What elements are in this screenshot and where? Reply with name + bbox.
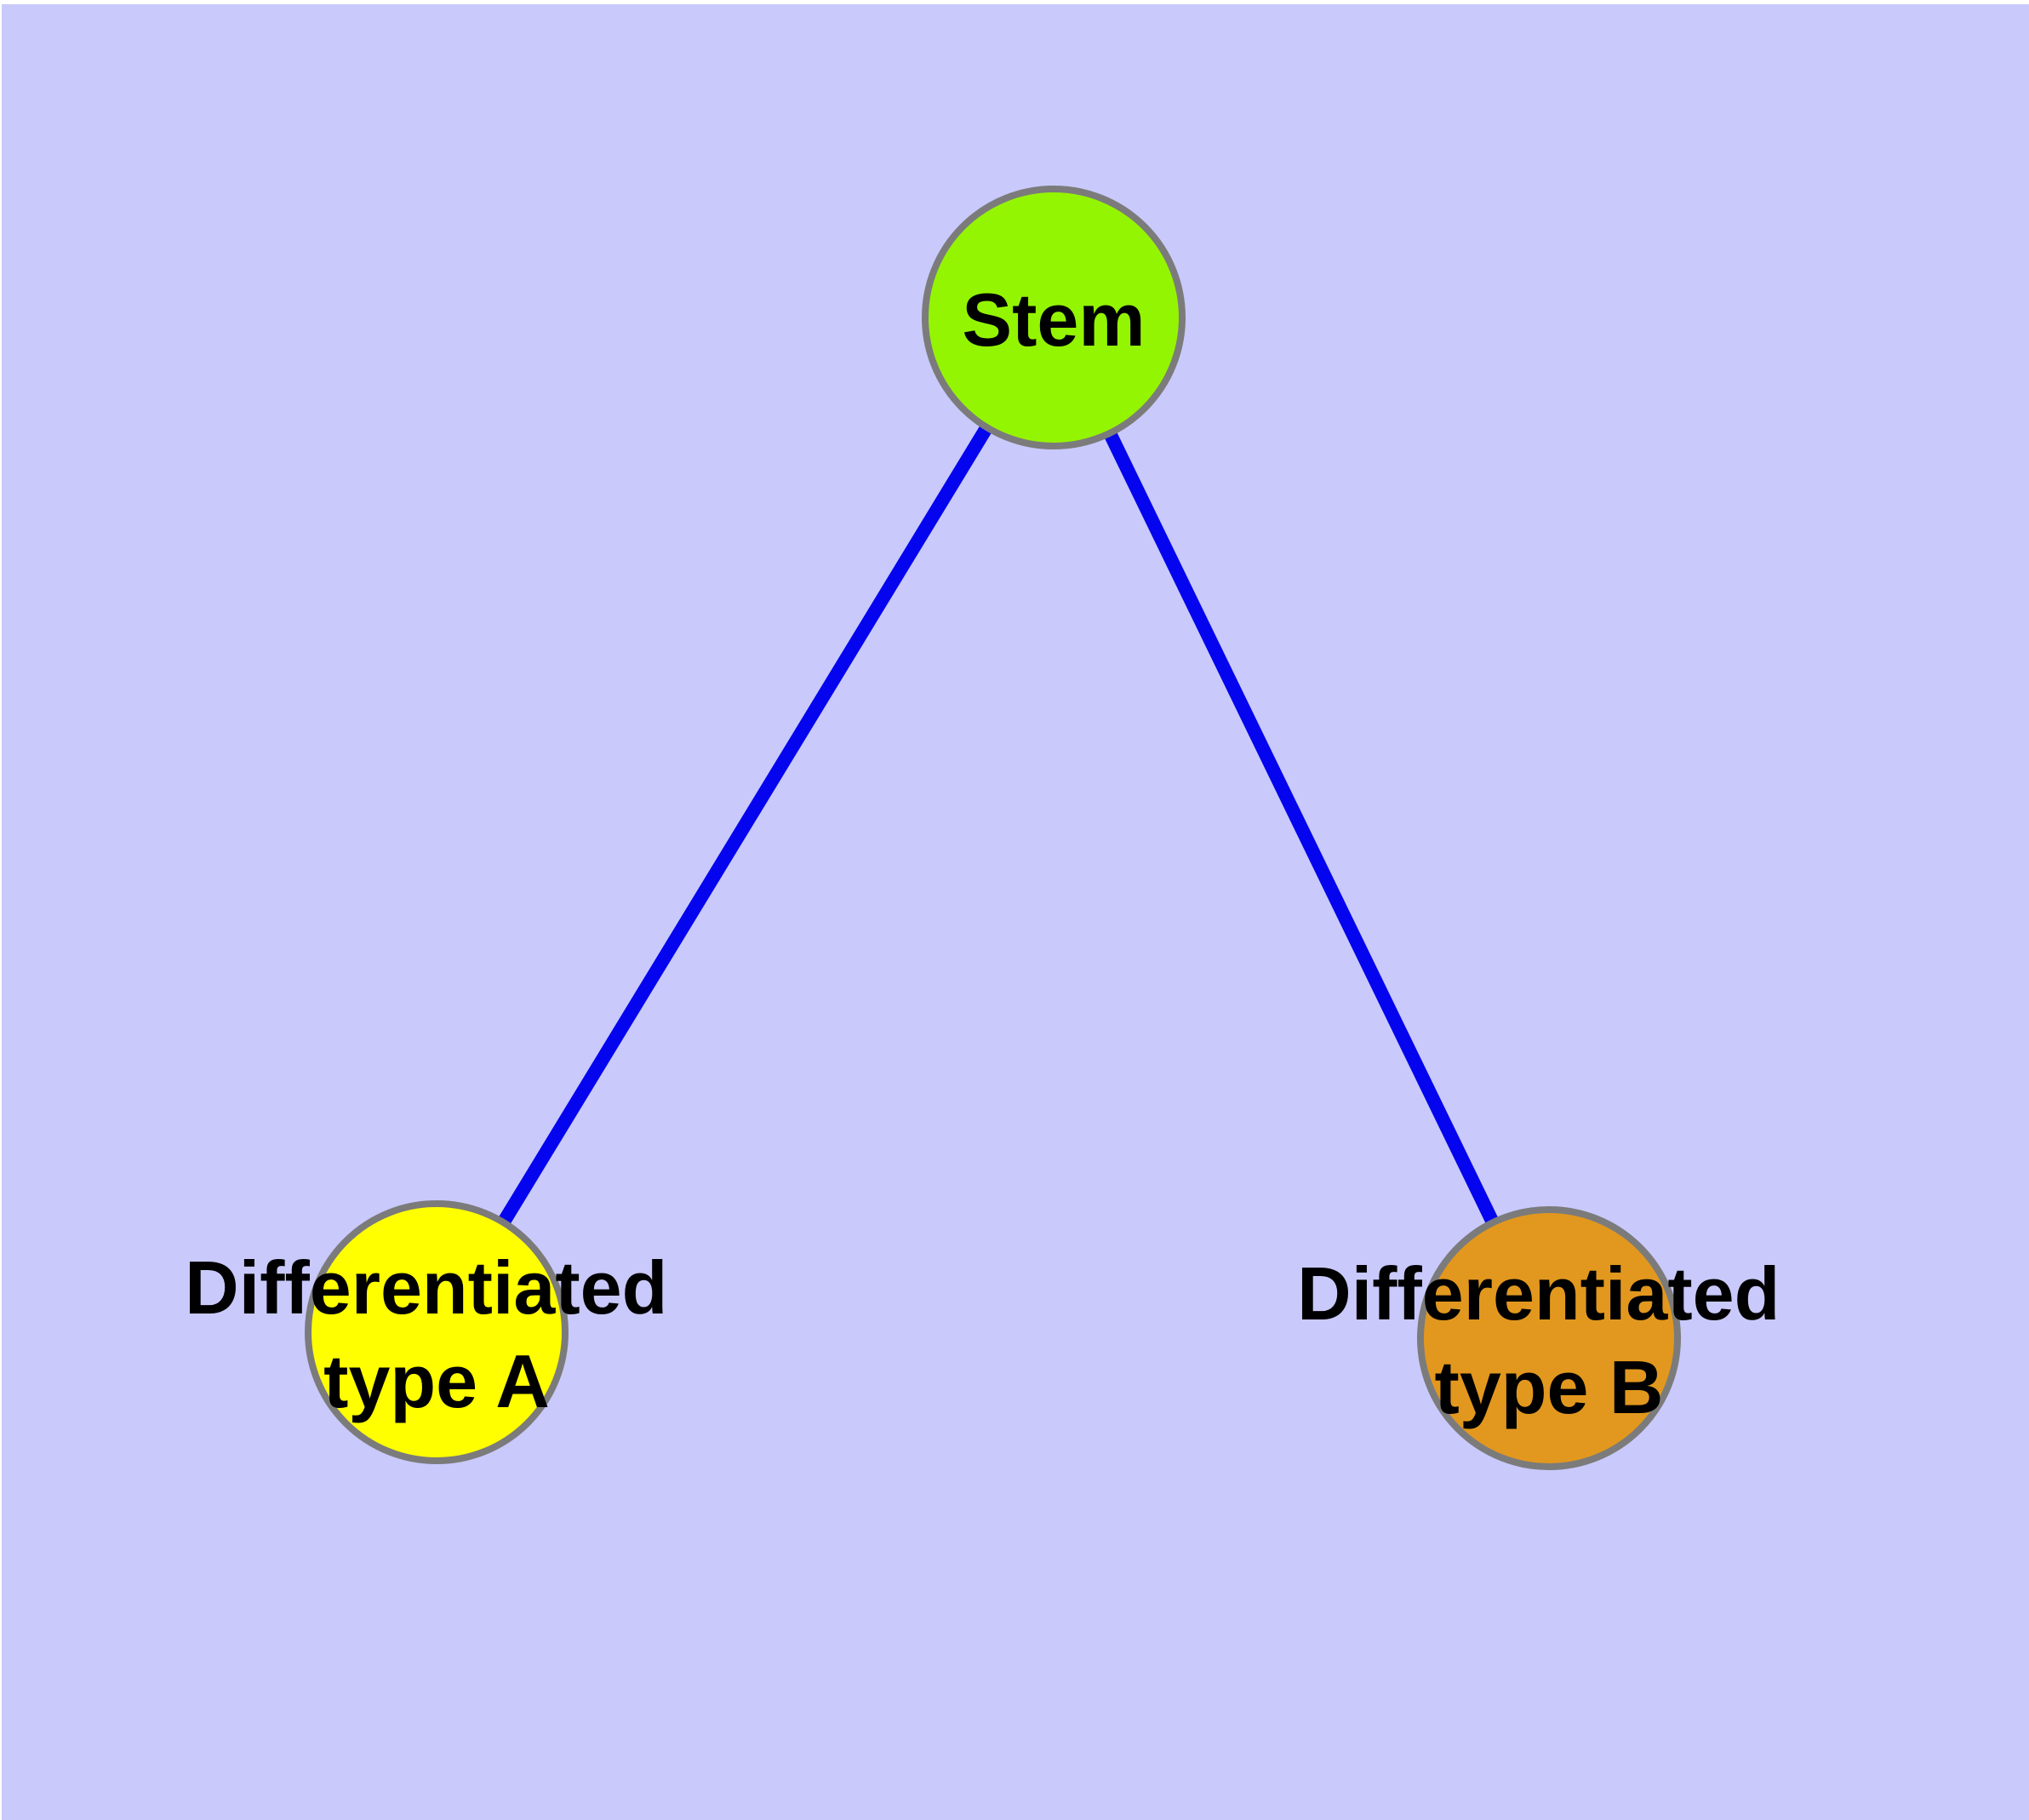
edge-stem-to-type-b — [1047, 314, 1556, 1342]
node-differentiated-type-b-label-line1: Differentiated — [1297, 1251, 1780, 1336]
node-stem: Stem — [922, 186, 1186, 449]
node-stem-label-line1: Stem — [962, 278, 1145, 362]
node-stem-circle — [922, 186, 1186, 449]
node-differentiated-type-b-label: Differentiated type B — [1297, 1251, 1801, 1429]
node-differentiated-type-a-label: Differentiated type A — [185, 1245, 689, 1423]
node-differentiated-type-a-label-line2: type A — [323, 1339, 550, 1423]
node-stem-label: Stem — [962, 278, 1145, 362]
node-differentiated-type-b: Differentiated type B — [1297, 1206, 1801, 1470]
node-differentiated-type-a-label-line1: Differentiated — [185, 1245, 667, 1330]
node-differentiated-type-a: Differentiated type A — [185, 1200, 689, 1464]
node-differentiated-type-b-circle — [1417, 1206, 1681, 1470]
node-differentiated-type-a-circle — [305, 1200, 569, 1464]
node-differentiated-type-b-label-line2: type B — [1435, 1345, 1664, 1429]
page-margin-top — [0, 0, 2029, 4]
page-margin-left — [0, 0, 2, 1820]
edge-stem-to-type-a — [431, 313, 1060, 1336]
